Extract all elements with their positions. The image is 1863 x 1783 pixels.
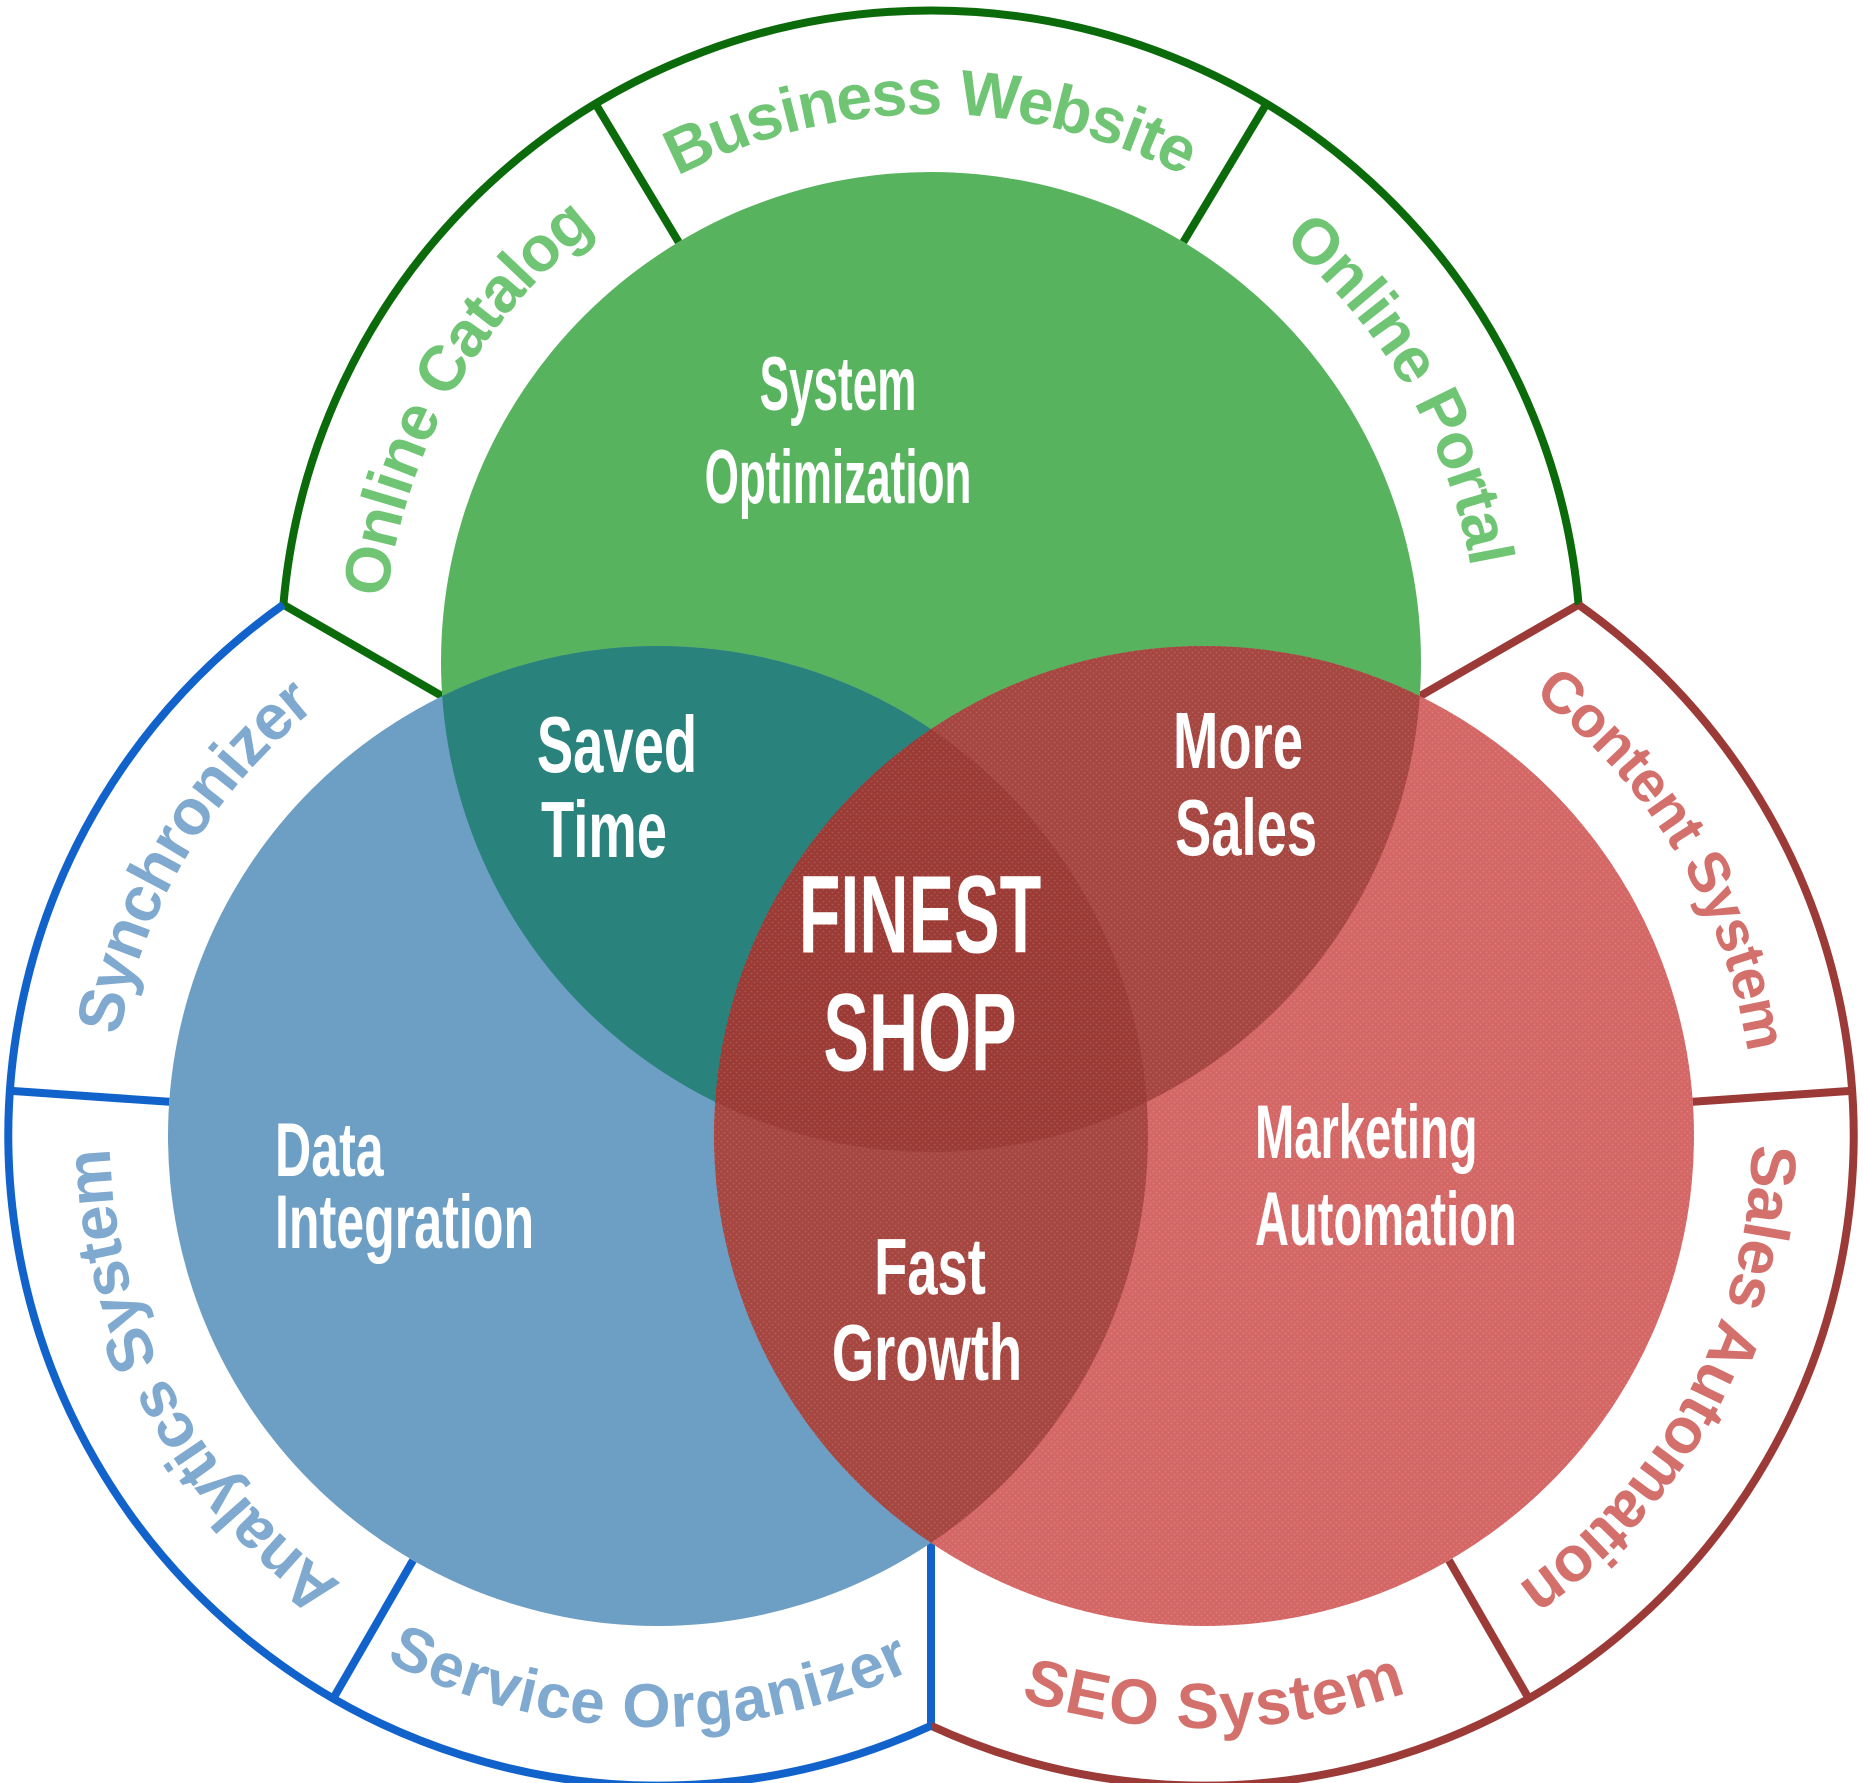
green-ring-dividers — [281, 102, 1270, 700]
label-saved: Saved — [537, 701, 697, 790]
divider-business-website-online-portal — [1179, 102, 1270, 245]
label-automation: Automation — [1255, 1178, 1517, 1262]
label-sales: Sales — [1175, 784, 1317, 873]
label-growth: Growth — [832, 1309, 1022, 1398]
red-ring-dividers — [1417, 601, 1853, 1701]
divider-online-catalog-business-website — [592, 102, 683, 245]
center-label-line2: SHOP — [823, 972, 1016, 1095]
divider-green-blue-junction — [281, 601, 445, 700]
red-halftone-overlay — [714, 646, 1694, 1626]
divider-sales-seo — [1445, 1558, 1533, 1701]
label-optimization: Optimization — [705, 436, 972, 520]
outer-border-red-arc — [929, 601, 1858, 1783]
center-label-line1: FINEST — [799, 854, 1041, 977]
divider-synchronizer-analytics — [9, 1086, 170, 1106]
divider-green-red-junction — [1417, 601, 1581, 700]
outer-border-green-arc — [279, 6, 1583, 606]
label-more: More — [1173, 697, 1303, 786]
label-marketing: Marketing — [1255, 1091, 1478, 1175]
label-fast: Fast — [874, 1223, 986, 1312]
outer-border-blue-arc — [4, 601, 933, 1783]
label-system: System — [760, 343, 917, 427]
blue-ring-dividers — [9, 1086, 935, 1726]
divider-content-sales — [1692, 1086, 1853, 1106]
label-data: Data — [275, 1108, 385, 1193]
label-time: Time — [541, 786, 667, 875]
divider-analytics-service — [329, 1558, 417, 1701]
label-integration: Integration — [275, 1180, 534, 1265]
